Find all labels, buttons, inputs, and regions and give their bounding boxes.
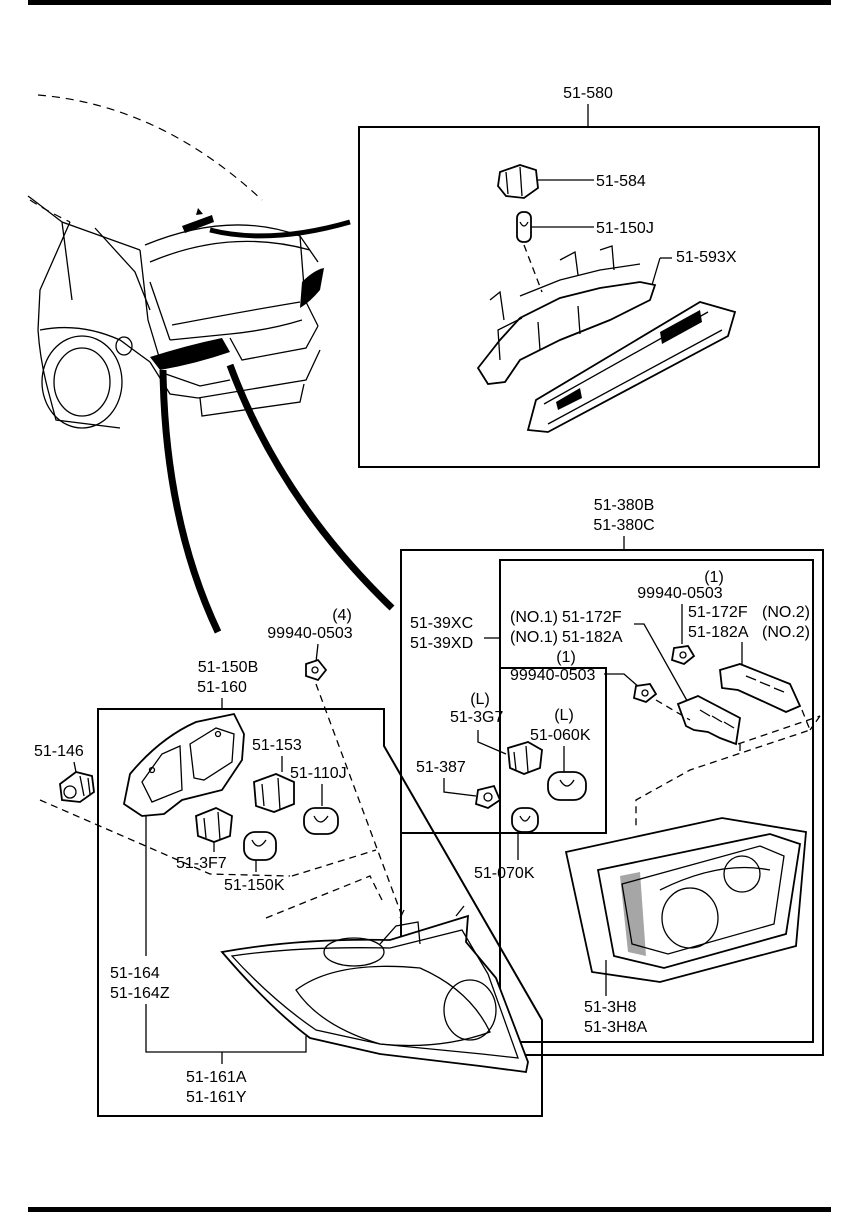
bracket-no1-qualifier-2: (NO.1) xyxy=(510,629,558,646)
socket-3g7-code: 51-3G7 xyxy=(450,709,503,726)
bulb-150k-label: 51-150K xyxy=(224,877,285,894)
high-mount-box: 51-580 51-584 51-150J 51-593X xyxy=(358,85,820,468)
bulb-060k-part xyxy=(547,771,587,801)
bracket-no2-part xyxy=(719,663,802,713)
inner-lamp-assembly-label-1: 51-380B xyxy=(594,497,655,514)
leader-outer-lamp xyxy=(159,369,222,634)
outer-lamp-assembly-label-2: 51-160 xyxy=(197,679,247,696)
bracket-no2-code-2: 51-182A xyxy=(688,624,749,641)
bracket-no1-code-2: 51-182A xyxy=(562,629,623,646)
socket-3f7-label: 51-3F7 xyxy=(176,855,227,872)
outer-lens-part xyxy=(220,905,529,1074)
bottom-rule xyxy=(28,1207,831,1212)
socket-153-part xyxy=(253,773,295,813)
nut-outer-code: 99940-0503 xyxy=(267,625,353,642)
socket-153-label: 51-153 xyxy=(252,737,302,754)
bulb-060k-code: 51-060K xyxy=(530,727,591,744)
bracket-no1-qualifier-1: (NO.1) xyxy=(510,609,558,626)
nut-upper-part xyxy=(670,645,696,666)
socket-146-label: 51-146 xyxy=(34,743,84,760)
outer-lens-label-1: 51-161A xyxy=(186,1069,247,1086)
nut-left-qty: (1) xyxy=(556,649,576,666)
top-rule xyxy=(28,0,831,5)
vehicle-illustration xyxy=(27,94,324,429)
bulb-150k-part xyxy=(243,831,277,861)
bulb-060k-side: (L) xyxy=(554,707,574,724)
socket-387-label: 51-387 xyxy=(416,759,466,776)
nut-left-code: 99940-0503 xyxy=(510,667,596,684)
socket-high-mount-label: 51-584 xyxy=(596,173,646,190)
inner-lens-label-1: 51-3H8 xyxy=(584,999,637,1016)
inner-lamp-assembly-label-2: 51-380C xyxy=(593,517,654,534)
high-mount-assembly-label: 51-580 xyxy=(563,85,613,102)
inner-socket-assembly-label-1: 51-39XC xyxy=(410,615,473,632)
bracket-no1-part xyxy=(676,695,741,746)
outer-lamp-box: 51-150B 51-160 xyxy=(97,659,543,1117)
gasket-label-1: 51-164 xyxy=(110,965,160,982)
socket-high-mount-part xyxy=(497,164,539,199)
bulb-070k-label: 51-070K xyxy=(474,865,535,882)
inner-socket-assembly-label-2: 51-39XD xyxy=(410,635,473,652)
inner-lens-label-2: 51-3H8A xyxy=(584,1019,647,1036)
bulb-070k-part xyxy=(511,807,539,833)
bulb-high-mount-label: 51-150J xyxy=(596,220,654,237)
bulb-110j-label: 51-110J xyxy=(290,765,347,782)
socket-3f7-part xyxy=(195,807,233,843)
nut-upper-qty: (1) xyxy=(704,569,724,586)
outer-lens-label-2: 51-161Y xyxy=(186,1089,247,1106)
inner-lens-part xyxy=(564,817,807,983)
socket-3g7-part xyxy=(507,741,543,775)
socket-146-part xyxy=(59,771,95,803)
gasket-label-2: 51-164Z xyxy=(110,985,170,1002)
bracket-no1-code-1: 51-172F xyxy=(562,609,622,626)
nut-left-part xyxy=(632,683,658,704)
outer-lamp-assembly-label-1: 51-150B xyxy=(198,659,259,676)
high-mount-lamp-label: 51-593X xyxy=(676,249,737,266)
gasket-part xyxy=(122,712,245,817)
high-mount-bracket-part xyxy=(476,245,657,385)
socket-3g7-side: (L) xyxy=(470,691,490,708)
bulb-high-mount-part xyxy=(516,211,532,243)
nut-outer-part xyxy=(305,658,328,682)
nut-upper-code: 99940-0503 xyxy=(637,585,723,602)
bulb-110j-part xyxy=(303,807,339,835)
leader-high-mount xyxy=(209,219,351,239)
socket-387-part xyxy=(475,784,502,809)
bracket-no2-qualifier-1: (NO.2) xyxy=(762,604,810,621)
leader-inner-lamp xyxy=(226,363,395,611)
high-mount-lamp-part xyxy=(526,301,737,433)
nut-outer-qty: (4) xyxy=(332,607,352,624)
bracket-no2-qualifier-2: (NO.2) xyxy=(762,624,810,641)
bracket-no2-code-1: 51-172F xyxy=(688,604,748,621)
